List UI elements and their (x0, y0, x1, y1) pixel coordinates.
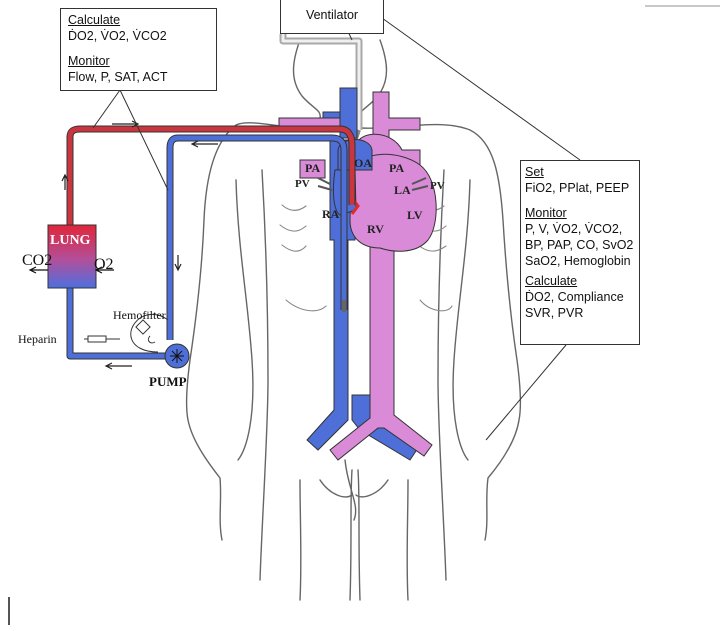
pv-left-label: PV (295, 178, 310, 190)
right-monitor-line3: SaO2, Hemoglobin (525, 254, 631, 268)
left-info-box: Calculate ḊO2, V̇O2, V̇CO2 Monitor Flow,… (60, 8, 217, 91)
heparin-label: Heparin (18, 332, 57, 346)
pa-right-label: PA (389, 161, 405, 175)
left-monitor-heading: Monitor (68, 54, 110, 68)
oa-label: OA (354, 156, 372, 170)
hemofilter-label: Hemofilter (113, 308, 166, 322)
left-monitor-values: Flow, P, SAT, ACT (68, 70, 168, 84)
la-label: LA (394, 183, 411, 197)
body-outline (185, 39, 522, 601)
flow-arrows (61, 120, 218, 370)
ra-label: RA (322, 207, 340, 221)
right-set-heading: Set (525, 165, 544, 179)
ventilator-label: Ventilator (305, 8, 359, 22)
left-calculate-values: ḊO2, V̇O2, V̇CO2 (68, 29, 167, 43)
heparin-syringe (84, 335, 120, 343)
callout-lines (92, 17, 581, 441)
co2-label: CO2 (22, 252, 53, 269)
ecmo-circuit (66, 125, 356, 360)
ventilator-box: Ventilator (280, 0, 384, 34)
right-info-box: Set FiO2, PPlat, PEEP Monitor P, V, V̇O2… (520, 160, 640, 345)
oxygenator-lung (47, 224, 97, 289)
pump-label: PUMP (149, 374, 187, 389)
pv-right-label: PV (430, 180, 445, 192)
right-calculate-line2: SVR, PVR (525, 306, 584, 320)
right-monitor-heading: Monitor (525, 206, 567, 220)
pa-left-label: PA (305, 161, 321, 175)
right-calculate-heading: Calculate (525, 274, 578, 288)
pump (164, 343, 190, 369)
lung-label: LUNG (50, 233, 91, 248)
left-calculate-heading: Calculate (68, 13, 121, 27)
gas-exchange-arrows (28, 266, 114, 274)
right-monitor-line1: P, V, V̇O2, V̇CO2, (525, 222, 623, 236)
lv-label: LV (407, 208, 423, 222)
rv-label: RV (367, 222, 384, 236)
right-calculate-line1: ḊO2, Compliance (525, 290, 624, 304)
right-set-values: FiO2, PPlat, PEEP (525, 181, 630, 195)
hemofilter (130, 313, 169, 353)
right-monitor-line2: BP, PAP, CO, SvO2 (525, 238, 634, 252)
o2-label: O2 (94, 256, 114, 273)
